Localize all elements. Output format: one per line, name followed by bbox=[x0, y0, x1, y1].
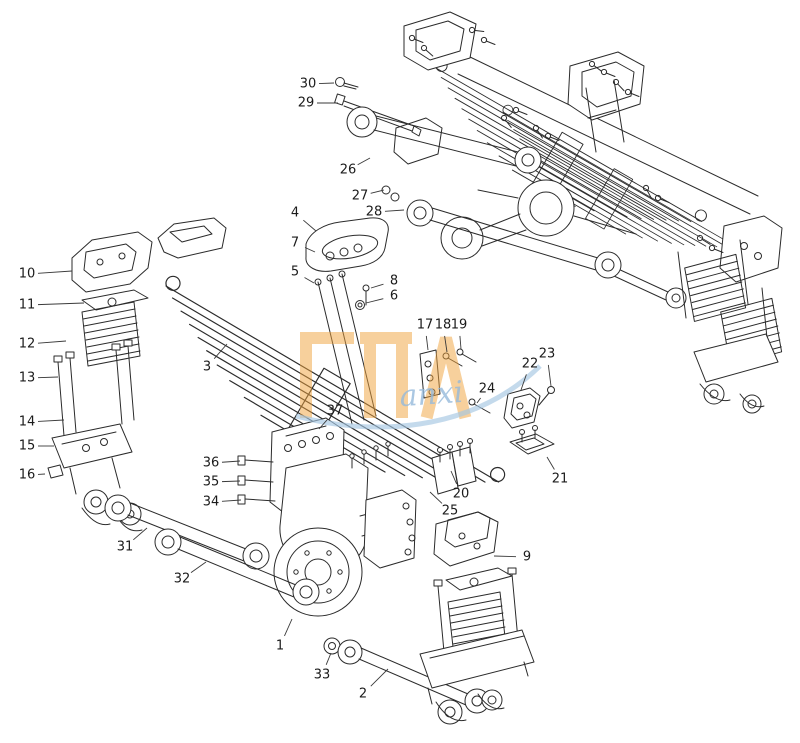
part-callout-5: 5 bbox=[291, 265, 299, 280]
leader-line-5 bbox=[304, 277, 315, 284]
part-callout-7: 7 bbox=[291, 236, 299, 251]
spring-cap-group bbox=[305, 217, 389, 425]
leader-line-17 bbox=[425, 335, 429, 351]
part-callout-23: 23 bbox=[539, 347, 556, 362]
leader-line-27 bbox=[370, 189, 385, 194]
leader-line-37 bbox=[318, 418, 329, 430]
part-callout-20: 20 bbox=[453, 487, 470, 502]
lower-torque-rods bbox=[104, 494, 320, 606]
part-callout-12: 12 bbox=[19, 337, 36, 352]
part-callout-6: 6 bbox=[390, 289, 398, 304]
part-callout-11: 11 bbox=[19, 298, 36, 313]
leader-line-3 bbox=[213, 343, 228, 359]
leader-line-21 bbox=[546, 456, 555, 470]
leader-line-6 bbox=[365, 298, 384, 304]
part-callout-27: 27 bbox=[352, 189, 369, 204]
part-callout-8: 8 bbox=[390, 274, 398, 289]
leader-line-7 bbox=[304, 247, 316, 253]
leader-line-14 bbox=[37, 419, 65, 422]
leader-line-22 bbox=[520, 374, 527, 391]
leader-line-26 bbox=[357, 157, 371, 166]
leader-line-25 bbox=[429, 491, 443, 504]
part-callout-16: 16 bbox=[19, 468, 36, 483]
leader-line-11 bbox=[37, 302, 85, 306]
part-callout-10: 10 bbox=[19, 267, 36, 282]
part-callout-19: 19 bbox=[451, 318, 468, 333]
leader-line-24 bbox=[476, 397, 481, 404]
part-callout-35: 35 bbox=[203, 475, 220, 490]
leader-line-33 bbox=[325, 652, 332, 665]
leader-line-20 bbox=[450, 470, 458, 485]
part-callout-14: 14 bbox=[19, 415, 36, 430]
part-callout-29: 29 bbox=[298, 96, 315, 111]
part-callout-32: 32 bbox=[174, 572, 191, 587]
leader-line-35 bbox=[221, 480, 241, 483]
leader-line-30 bbox=[318, 82, 335, 85]
leader-line-13 bbox=[37, 376, 59, 379]
rear-hanger-assembly bbox=[419, 511, 535, 725]
front-hanger-exploded bbox=[47, 217, 227, 532]
part-callout-33: 33 bbox=[314, 668, 331, 683]
part-callout-26: 26 bbox=[340, 163, 357, 178]
leader-line-34 bbox=[221, 499, 242, 502]
leader-line-23 bbox=[547, 364, 552, 387]
part-callout-36: 36 bbox=[203, 456, 220, 471]
axle-final-drive-group bbox=[237, 417, 490, 714]
part-callout-37: 37 bbox=[327, 404, 344, 419]
small-fittings-group bbox=[419, 348, 555, 495]
leader-line-18 bbox=[444, 335, 448, 353]
part-callout-9: 9 bbox=[523, 550, 531, 565]
watermark-letters bbox=[300, 332, 472, 420]
part-callout-18: 18 bbox=[435, 318, 452, 333]
part-callout-34: 34 bbox=[203, 495, 220, 510]
part-callout-31: 31 bbox=[117, 540, 134, 555]
leader-line-36 bbox=[221, 460, 241, 463]
leader-line-10 bbox=[37, 270, 73, 274]
leader-line-31 bbox=[133, 527, 148, 541]
part-callout-28: 28 bbox=[366, 205, 383, 220]
part-callout-25: 25 bbox=[442, 504, 459, 519]
leader-line-4 bbox=[303, 219, 317, 232]
part-callout-3: 3 bbox=[203, 360, 211, 375]
part-callout-22: 22 bbox=[522, 357, 539, 372]
part-callout-24: 24 bbox=[479, 382, 496, 397]
leader-line-28 bbox=[384, 209, 405, 212]
part-callout-17: 17 bbox=[417, 318, 434, 333]
part-callout-30: 30 bbox=[300, 77, 317, 92]
watermark: anxi bbox=[295, 332, 542, 430]
leader-line-9 bbox=[493, 555, 517, 558]
leader-line-12 bbox=[37, 340, 67, 344]
part-callout-4: 4 bbox=[291, 206, 299, 221]
part-callout-2: 2 bbox=[359, 687, 367, 702]
watermark-swoosh bbox=[295, 364, 542, 430]
leader-line-2 bbox=[370, 668, 389, 687]
part-callout-1: 1 bbox=[276, 639, 284, 654]
watermark-text: anxi bbox=[398, 375, 464, 414]
leader-line-8 bbox=[370, 283, 384, 289]
leader-line-19 bbox=[459, 335, 462, 350]
leader-line-32 bbox=[190, 561, 207, 574]
part-callout-21: 21 bbox=[552, 472, 569, 487]
part-callout-13: 13 bbox=[19, 371, 36, 386]
upper-torque-rod-group bbox=[334, 77, 622, 279]
part-callout-15: 15 bbox=[19, 439, 36, 454]
leader-line-1 bbox=[284, 618, 293, 637]
